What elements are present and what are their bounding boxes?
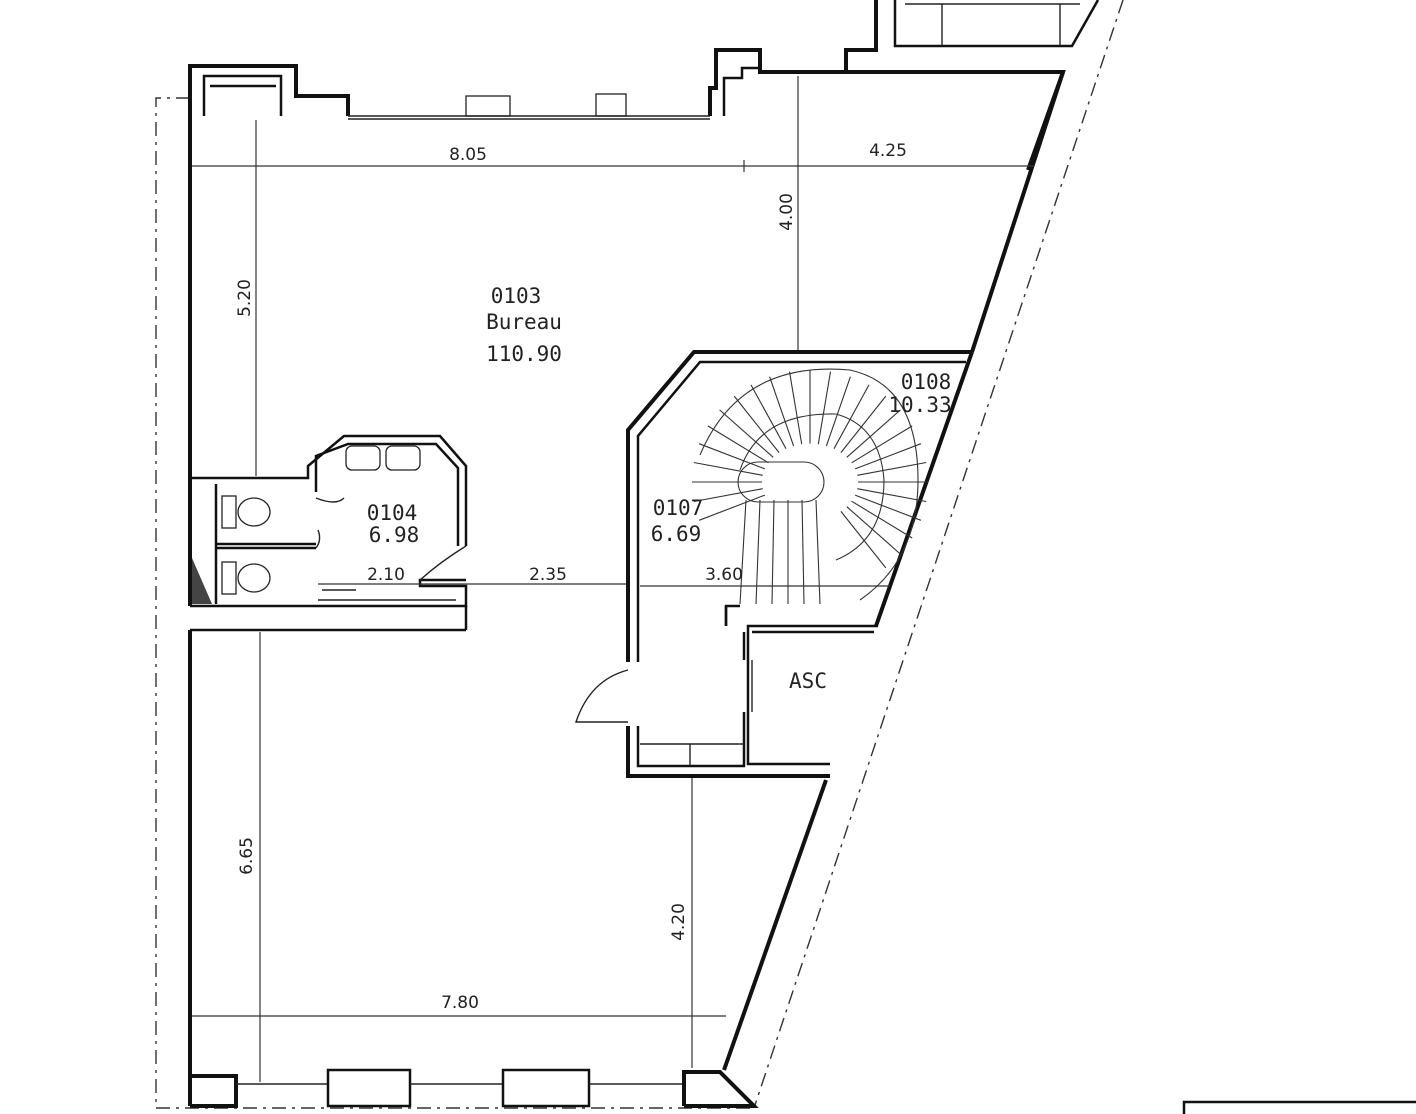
stair-tread — [707, 425, 769, 464]
interior-walls — [190, 350, 974, 778]
room-0108-number: 0108 — [901, 370, 952, 394]
spiral-stair — [692, 368, 928, 605]
stair-tread — [833, 384, 870, 449]
dim-wc-width: 2.10 — [367, 565, 405, 585]
stair-tread — [719, 409, 774, 458]
dim-corridor-width: 2.35 — [529, 565, 567, 585]
stair-tread — [840, 395, 887, 453]
adjacent-plan-fragment — [1182, 1100, 1416, 1114]
room-0104-area: 6.98 — [369, 523, 420, 547]
dim-lower-depth: 4.20 — [669, 903, 689, 941]
room-0104-number: 0104 — [367, 501, 418, 525]
stair-tread — [750, 384, 787, 449]
room-0107-area: 6.69 — [651, 522, 702, 546]
doors — [315, 497, 629, 723]
stair-tread — [733, 395, 780, 453]
stair-tread — [846, 409, 901, 458]
stair-tread — [854, 494, 922, 521]
sanitary-fixtures — [192, 445, 456, 604]
room-0103-area: 110.90 — [486, 342, 562, 366]
stair-tread — [769, 376, 795, 447]
dim-bottom-width: 7.80 — [441, 993, 479, 1013]
dimension-lines — [192, 76, 1034, 1082]
room-labels: 0103 Bureau 110.90 0104 6.98 0107 6.69 0… — [367, 284, 952, 693]
stair-tread — [801, 499, 805, 605]
stair-tread — [817, 371, 832, 445]
stair-tread — [771, 499, 775, 605]
stair-tread — [854, 443, 922, 470]
stair-tread — [693, 488, 763, 503]
stair-tread — [698, 443, 766, 470]
room-0103-name: Bureau — [486, 310, 562, 334]
stair-tread — [755, 499, 761, 605]
dimension-labels: 8.05 4.25 4.00 5.20 2.10 2.35 3.60 6.65 … — [235, 141, 907, 1013]
boundary-lines — [155, 0, 1124, 1109]
dim-top-width-left: 8.05 — [449, 145, 487, 165]
stair-tread — [857, 461, 927, 476]
stair-tread — [698, 494, 766, 521]
dim-left-depth-lower: 6.65 — [237, 837, 257, 875]
stair-tread — [851, 500, 913, 539]
dim-stair-width: 3.60 — [705, 565, 743, 585]
stair-tread — [851, 425, 913, 464]
stair-tread — [840, 511, 887, 569]
stair-tread — [739, 499, 747, 605]
stair-tread — [788, 371, 803, 445]
room-0107-number: 0107 — [653, 496, 704, 520]
stair-tread — [825, 376, 851, 447]
room-0103-number: 0103 — [491, 284, 542, 308]
dim-top-depth: 4.00 — [777, 193, 797, 231]
dim-top-width-right: 4.25 — [869, 141, 907, 161]
elevator-label: ASC — [789, 669, 827, 693]
stair-tread — [693, 461, 763, 476]
dim-left-depth-upper: 5.20 — [235, 279, 255, 317]
exterior-walls — [188, 0, 1100, 1108]
stair-tread — [846, 506, 901, 555]
room-0108-area: 10.33 — [888, 393, 951, 417]
stair-tread — [857, 488, 927, 503]
stair-tread — [815, 499, 821, 605]
